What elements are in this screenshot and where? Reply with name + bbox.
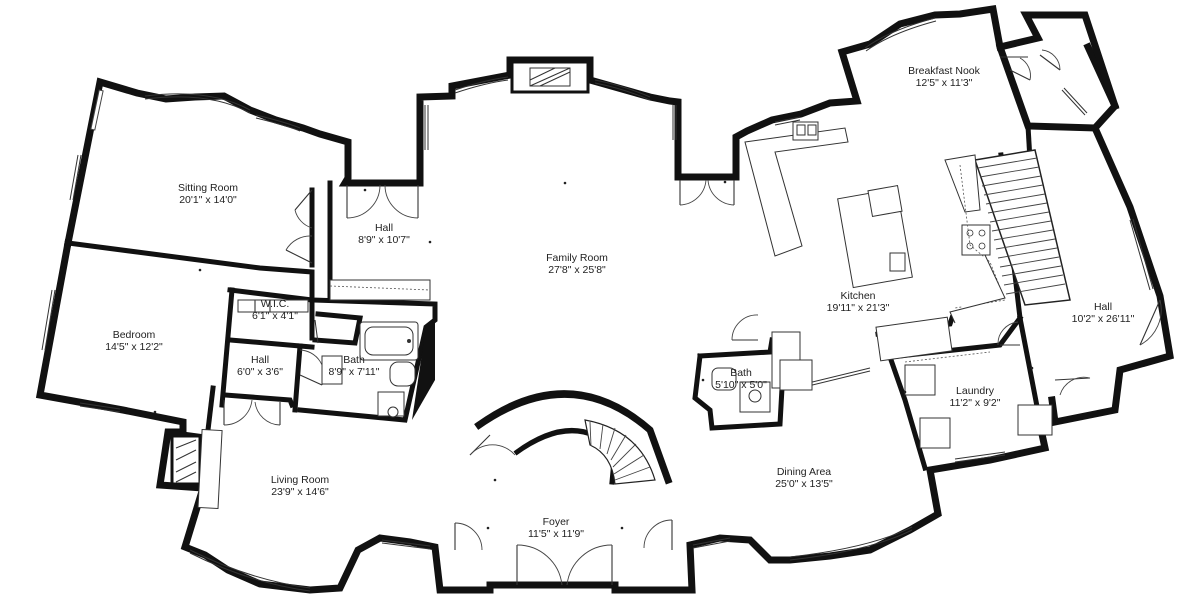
fireplace-family: [510, 60, 590, 94]
kitchen-fixtures: [744, 121, 1006, 362]
room-label-sitting-room: Sitting Room: [177, 182, 239, 194]
room-label-family-room: Family Room: [546, 252, 608, 264]
room-label-hall-small: Hall: [250, 354, 270, 366]
room-label-laundry: Laundry: [956, 385, 994, 397]
room-dims-dining-area: 25'0" x 13'5": [775, 478, 833, 490]
room-dims-hall-upper: 8'9" x 10'7": [358, 234, 410, 246]
room-dims-hall-right: 10'2" x 26'11": [1071, 313, 1135, 325]
room-dims-foyer: 11'5" x 11'9": [527, 528, 585, 540]
windows: [41, 17, 1154, 592]
room-label-bath-left: Bath: [343, 354, 365, 366]
room-dims-living-room: 23'9" x 14'6": [271, 486, 329, 498]
room-label-bedroom: Bedroom: [112, 329, 156, 341]
room-label-hall-right: Hall: [1093, 301, 1113, 313]
room-label-wic: W.I.C.: [260, 298, 290, 310]
bath-fixtures: [237, 279, 1053, 449]
stairs-foyer: [584, 419, 656, 485]
room-label-foyer: Foyer: [542, 516, 570, 528]
room-label-kitchen: Kitchen: [840, 290, 876, 302]
wall-markers: [153, 180, 1034, 530]
room-label-living-room: Living Room: [270, 474, 330, 486]
room-label-bath-center: Bath: [730, 367, 752, 379]
room-label-dining-area: Dining Area: [776, 466, 832, 478]
room-label-hall-upper: Hall: [374, 222, 394, 234]
room-dims-wic: 6'1" x 4'1": [252, 310, 298, 322]
room-dims-sitting-room: 20'1" x 14'0": [179, 194, 237, 206]
fireplace-living: [170, 429, 223, 509]
doors: [223, 49, 1162, 586]
room-dims-bedroom: 14'5" x 12'2": [105, 341, 163, 353]
room-dims-breakfast-nook: 12'5" x 11'3": [915, 77, 973, 89]
stairs-right: [974, 149, 1071, 306]
room-dims-kitchen: 19'11" x 21'3": [826, 302, 890, 314]
room-dims-family-room: 27'8" x 25'8": [548, 264, 606, 276]
room-label-breakfast-nook: Breakfast Nook: [908, 65, 980, 77]
room-dims-bath-center: 5'10" x 5'0": [715, 379, 767, 391]
room-dims-hall-small: 6'0" x 3'6": [237, 366, 283, 378]
room-dims-laundry: 11'2" x 9'2": [949, 397, 1001, 409]
room-dims-bath-left: 8'9" x 7'11": [328, 366, 380, 378]
